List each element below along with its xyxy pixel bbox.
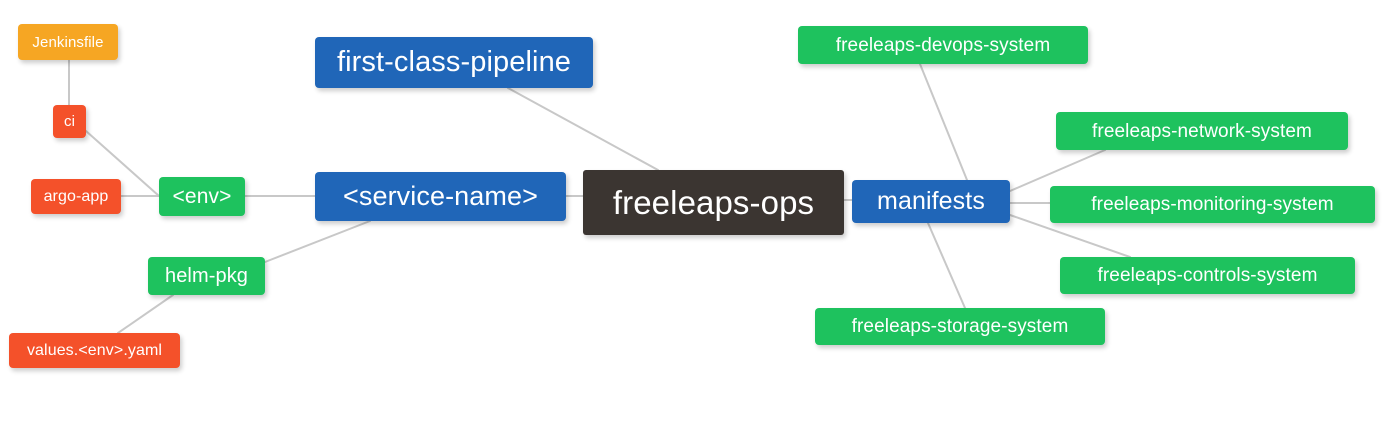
mindmap-node-argo-app[interactable]: argo-app: [31, 179, 121, 214]
mindmap-node-values-env-yaml[interactable]: values.<env>.yaml: [9, 333, 180, 368]
mindmap-node-freeleaps-controls-system[interactable]: freeleaps-controls-system: [1060, 257, 1355, 294]
mindmap-node-ci[interactable]: ci: [53, 105, 86, 138]
mindmap-node-freeleaps-network-system[interactable]: freeleaps-network-system: [1056, 112, 1348, 150]
mindmap-node-freeleaps-devops-system[interactable]: freeleaps-devops-system: [798, 26, 1088, 64]
mindmap-node-first-class-pipeline[interactable]: first-class-pipeline: [315, 37, 593, 88]
mindmap-node-freeleaps-ops[interactable]: freeleaps-ops: [583, 170, 844, 235]
mindmap-node-helm-pkg[interactable]: helm-pkg: [148, 257, 265, 295]
mindmap-node-manifests[interactable]: manifests: [852, 180, 1010, 223]
mindmap-node-service-name[interactable]: <service-name>: [315, 172, 566, 221]
mindmap-node-env[interactable]: <env>: [159, 177, 245, 216]
mindmap-node-freeleaps-storage-system[interactable]: freeleaps-storage-system: [815, 308, 1105, 345]
mindmap-node-freeleaps-monitoring-system[interactable]: freeleaps-monitoring-system: [1050, 186, 1375, 223]
mindmap-node-jenkinsfile[interactable]: Jenkinsfile: [18, 24, 118, 60]
